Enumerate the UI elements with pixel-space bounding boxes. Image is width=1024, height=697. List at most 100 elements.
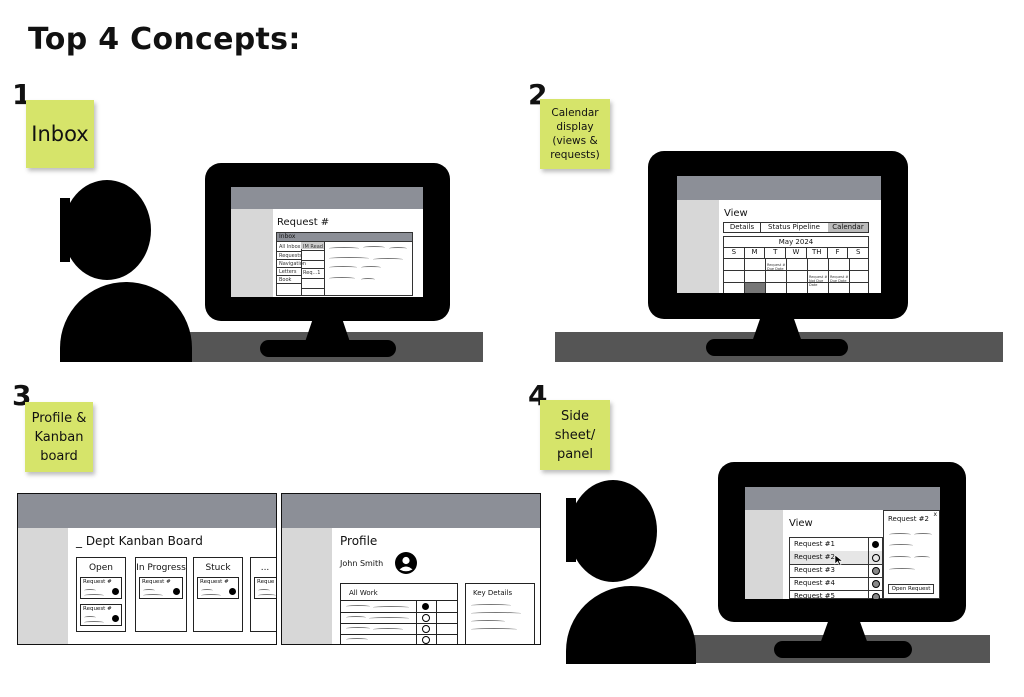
- close-icon[interactable]: x: [933, 511, 937, 518]
- sticky-label: panel: [556, 446, 594, 462]
- concept-4-sticky-note: Side sheet/ panel: [540, 400, 610, 470]
- open-request-button[interactable]: Open Request: [888, 584, 934, 594]
- kanban-card[interactable]: Reque: [254, 577, 276, 599]
- profile-window: Profile John Smith All Work Key Details: [281, 493, 541, 645]
- card-label: Request #: [200, 579, 229, 585]
- screen-header-bar: [231, 187, 423, 209]
- status-partial-icon: [872, 593, 880, 599]
- calendar-month: May 2024: [724, 237, 868, 248]
- kanban-card[interactable]: Request #: [80, 604, 122, 626]
- kanban-column-more: ... Reque: [250, 557, 276, 632]
- avatar-icon: [229, 588, 236, 595]
- day-header: T: [765, 247, 787, 258]
- request-label: Request #1: [794, 540, 835, 548]
- request-list: Request #1 Request #2 Request #3 Request…: [789, 537, 883, 599]
- kanban-card[interactable]: Request #: [80, 577, 122, 599]
- status-empty-icon: [872, 554, 880, 562]
- monitor: View Details Status Pipeline Calendar Ma…: [648, 151, 908, 319]
- column-title: Stuck: [205, 563, 231, 573]
- inbox-mid-item[interactable]: IM Read: [303, 244, 323, 250]
- key-details-panel: Key Details: [465, 583, 535, 644]
- sticky-label: Calendar: [551, 107, 599, 119]
- status-filled-icon: [422, 603, 429, 610]
- sticky-label: (views &: [552, 135, 598, 147]
- inbox-label: Inbox: [279, 233, 296, 240]
- day-header: TH: [807, 247, 828, 258]
- mouse-cursor-icon: [834, 554, 844, 566]
- all-work-label: All Work: [349, 589, 378, 597]
- column-title: ...: [260, 563, 270, 573]
- screen-sidebar: [745, 510, 783, 599]
- inbox-item[interactable]: Navigation: [279, 261, 306, 267]
- monitor: View Request #1 Request #2 Request #3 Re…: [718, 462, 966, 622]
- monitor-base: [706, 339, 848, 356]
- inbox-item[interactable]: Requests: [279, 253, 302, 259]
- inbox-mid-item[interactable]: Req...1: [303, 270, 321, 276]
- screen-header-bar: [18, 494, 276, 528]
- sticky-label: board: [40, 448, 78, 464]
- calendar-event[interactable]: Request # Not Due Date: [809, 275, 828, 287]
- all-work-table: All Work: [340, 583, 458, 644]
- kanban-column-open: Open Request # Request #: [76, 557, 126, 632]
- screen-sidebar: [18, 528, 68, 644]
- request-row[interactable]: Request #3: [790, 564, 882, 578]
- screen-sidebar: [231, 209, 273, 297]
- screen-sidebar: [282, 528, 332, 644]
- card-label: Request #: [142, 579, 171, 585]
- avatar-icon: [112, 615, 119, 622]
- calendar-weeks: Request # Due Date Request # Not Due Dat…: [724, 258, 868, 293]
- concept-1-sticky-note: Inbox: [26, 100, 94, 168]
- card-label: Request #: [83, 579, 112, 585]
- view-tabs: Details Status Pipeline Calendar: [723, 222, 869, 233]
- status-empty-icon: [422, 614, 430, 622]
- calendar-grid: May 2024 S M T W TH F S Request # Due Da…: [723, 236, 869, 293]
- monitor-screen: View Details Status Pipeline Calendar Ma…: [677, 176, 881, 293]
- kanban-column-stuck: Stuck Request #: [193, 557, 243, 632]
- request-label: Request #3: [794, 566, 835, 574]
- day-header: S: [855, 248, 861, 256]
- inbox-item[interactable]: Letters: [279, 269, 297, 275]
- screen-header-bar: [677, 176, 881, 200]
- request-row[interactable]: Request #4: [790, 577, 882, 591]
- calendar-event[interactable]: Request # Due Date: [767, 263, 786, 271]
- concept-2-sticky-note: Calendar display (views & requests): [540, 99, 610, 169]
- inbox-item[interactable]: All Inbox: [279, 244, 301, 250]
- screen-header-bar: [282, 494, 540, 528]
- inbox-item[interactable]: Book: [279, 277, 292, 283]
- column-title: Open: [88, 563, 114, 573]
- person-silhouette-icon: [60, 178, 195, 362]
- calendar-event[interactable]: Request # Due Date: [830, 275, 849, 283]
- tab-status-pipeline[interactable]: Status Pipeline: [760, 223, 829, 232]
- kanban-card[interactable]: Request #: [139, 577, 183, 599]
- sticky-label: Kanban: [34, 429, 84, 445]
- status-filled-icon: [872, 541, 879, 548]
- tab-details[interactable]: Details: [724, 223, 761, 232]
- monitor-base: [774, 641, 912, 658]
- sticky-label: Profile &: [31, 410, 87, 426]
- monitor: Request # Inbox All Inbox Requests Navig…: [205, 163, 450, 321]
- day-header: F: [828, 247, 849, 258]
- page-title: Top 4 Concepts:: [28, 22, 301, 57]
- request-label: Request #5: [794, 592, 835, 599]
- side-panel-title: Request #2: [888, 515, 929, 523]
- monitor-stand: [820, 620, 868, 644]
- calendar-selected-cell[interactable]: [745, 283, 765, 293]
- monitor-base: [260, 340, 396, 357]
- request-label: Request #2: [794, 553, 835, 561]
- day-header: M: [745, 247, 766, 258]
- column-title: In Progress: [136, 563, 186, 573]
- tab-calendar[interactable]: Calendar: [828, 223, 868, 232]
- sticky-label: sheet/: [554, 427, 596, 443]
- status-partial-icon: [872, 580, 880, 588]
- day-header: W: [786, 247, 807, 258]
- profile-title: Profile: [340, 534, 378, 548]
- screen-title: Request #: [277, 217, 330, 228]
- kanban-card[interactable]: Request #: [197, 577, 239, 599]
- profile-name: John Smith: [340, 559, 384, 568]
- sticky-label: Inbox: [31, 122, 89, 146]
- screen-sidebar: [677, 200, 719, 293]
- request-row[interactable]: Request #5: [790, 590, 882, 599]
- kanban-column-in-progress: In Progress Request #: [135, 557, 187, 632]
- status-partial-icon: [872, 567, 880, 575]
- card-label: Request #: [83, 606, 112, 612]
